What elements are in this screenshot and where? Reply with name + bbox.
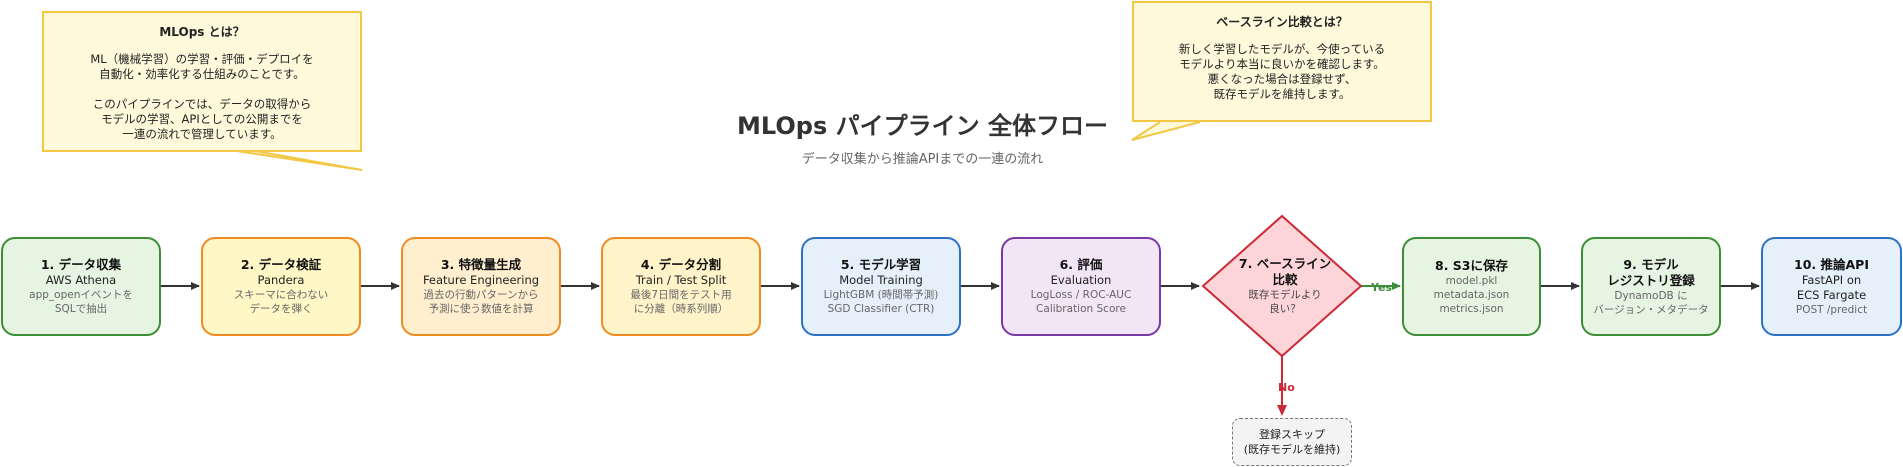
step-data-collection: 1. データ収集 AWS Athena app_openイベントを SQLで抽出 [1,237,161,336]
step-subtitle: Train / Test Split [635,273,727,287]
note-tail-baseline [1131,121,1201,141]
step-inference-api: 10. 推論API FastAPI on ECS Fargate POST /p… [1761,237,1902,336]
step-desc: POST /predict [1795,303,1868,316]
note-baseline: ベースライン比較とは？ 新しく学習したモデルが、今使っている モデルより本当に良… [1132,1,1432,122]
note-mlops-line: 自動化・効率化する仕組みのことです。 [99,67,305,81]
step-subtitle: Feature Engineering [422,273,540,287]
note-baseline-line: 新しく学習したモデルが、今使っている [1178,42,1386,56]
step-title: 比較 [1272,272,1298,287]
step-title: 2. データ検証 [240,257,322,272]
step-desc: データを弾く [249,303,313,315]
step-title: 7. ベースライン [1238,256,1332,271]
step-title: 8. S3に保存 [1435,257,1508,273]
step-data-split: 4. データ分割 Train / Test Split 最後7日間をテスト用 に… [601,237,761,336]
note-baseline-line: 悪くなった場合は登録せず、 [1207,72,1357,86]
note-mlops-line: ML（機械学習）の学習・評価・デプロイを [90,52,314,66]
step-subtitle: Pandera [257,273,305,287]
step-desc: 過去の行動パターンから [423,289,539,301]
step-subtitle: ECS Fargate [1796,287,1867,302]
step-title: 10. 推論API [1794,256,1869,272]
step-title: 6. 評価 [1059,257,1103,272]
step-desc: DynamoDB に [1614,289,1688,302]
diagram-subtitle: データ収集から推論APIまでの一連の流れ [801,152,1044,167]
step-desc: SGD Classifier (CTR) [827,303,935,315]
note-baseline-title: ベースライン比較とは？ [1216,15,1348,29]
step-subtitle: FastAPI on [1801,272,1862,287]
skip-line: 登録スキップ [1259,428,1325,441]
step-desc: Calibration Score [1036,303,1126,315]
branch-no-label: No [1278,381,1295,394]
note-baseline-line: 既存モデルを維持します。 [1213,87,1351,101]
step-title: 1. データ収集 [40,257,122,272]
step-title: レジストリ登録 [1607,272,1695,288]
step-desc: スキーマに合わない [233,289,329,301]
note-mlops: MLOps とは？ ML（機械学習）の学習・評価・デプロイを 自動化・効率化する… [42,11,362,152]
note-tail-mlops [229,149,363,171]
step-desc: バージョン・メタデータ [1593,303,1709,316]
step-title: 9. モデル [1623,256,1679,272]
decision-diamond [1201,214,1363,358]
step-desc: metrics.json [1439,302,1504,315]
step-desc: LightGBM (時間帯予測) [823,289,939,301]
note-mlops-title: MLOps とは？ [159,25,245,39]
step-desc: 良い？ [1269,303,1301,315]
step-title: 5. モデル学習 [840,257,922,272]
step-title: 4. データ分割 [640,257,722,272]
note-mlops-line: このパイプラインでは、データの取得から [92,97,312,111]
diagram-title: MLOps パイプライン 全体フロー [737,112,1108,140]
step-desc: 既存モデルより [1248,289,1322,301]
step-model-training: 5. モデル学習 Model Training LightGBM (時間帯予測)… [801,237,961,336]
step-s3-save: 8. S3に保存 model.pkl metadata.json metrics… [1402,237,1541,336]
step-feature-engineering: 3. 特徴量生成 Feature Engineering 過去の行動パターンから… [401,237,561,336]
step-desc: metadata.json [1433,288,1510,301]
note-mlops-line: 一連の流れで管理しています。 [122,127,282,141]
step-evaluation: 6. 評価 Evaluation LogLoss / ROC-AUC Calib… [1001,237,1161,336]
step-baseline-comparison: 7. ベースライン 比較 既存モデルより 良い？ [1210,256,1360,316]
step-desc: app_openイベントを [29,289,133,301]
step-model-registry: 9. モデル レジストリ登録 DynamoDB に バージョン・メタデータ [1581,237,1721,336]
step-title: 3. 特徴量生成 [440,257,522,272]
registration-skip-box: 登録スキップ (既存モデルを維持) [1232,418,1352,466]
step-desc: に分離（時系列順） [633,303,729,315]
note-mlops-line: モデルの学習、APIとしての公開までを [101,112,303,126]
step-subtitle: AWS Athena [45,273,117,287]
step-desc: LogLoss / ROC-AUC [1030,289,1132,301]
step-data-validation: 2. データ検証 Pandera スキーマに合わない データを弾く [201,237,361,336]
note-baseline-line: モデルより本当に良いかを確認します。 [1179,57,1385,71]
branch-yes-label: Yes [1371,281,1392,294]
step-desc: SQLで抽出 [54,303,108,315]
step-subtitle: Evaluation [1050,273,1112,287]
step-subtitle: Model Training [839,273,923,287]
skip-line: (既存モデルを維持) [1243,443,1341,456]
step-desc: model.pkl [1445,274,1498,287]
step-desc: 予測に使う数値を計算 [428,303,534,315]
step-desc: 最後7日間をテスト用 [630,289,732,301]
